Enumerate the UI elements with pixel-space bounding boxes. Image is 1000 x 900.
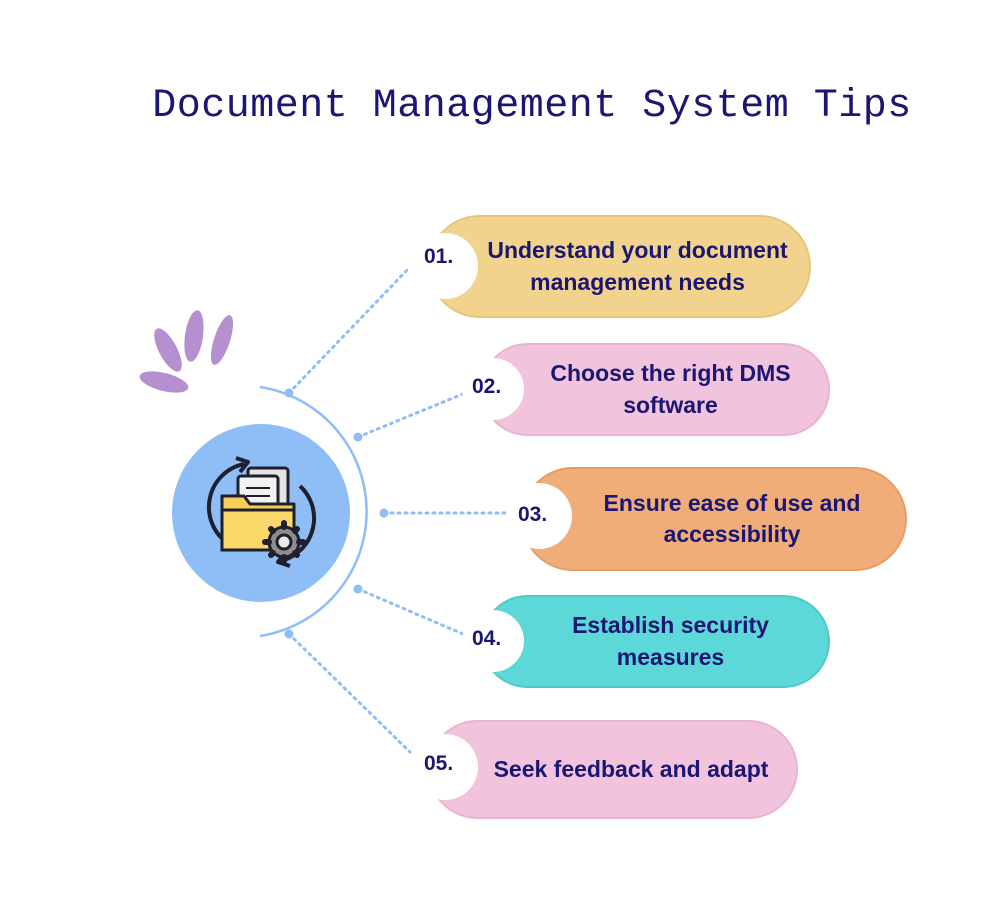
tip-number-badge-5 bbox=[412, 734, 478, 800]
tip-number-2: 02. bbox=[472, 375, 502, 398]
connector-2 bbox=[356, 389, 472, 439]
connector-1 bbox=[287, 265, 412, 395]
tip-card-1: Understand your document management need… bbox=[428, 215, 811, 318]
tip-number-1: 01. bbox=[424, 245, 454, 268]
connector-dot-2 bbox=[353, 432, 363, 442]
folder-sync-gear-icon bbox=[206, 456, 317, 568]
connector-dot-5 bbox=[284, 629, 294, 639]
page-title: Document Management System Tips bbox=[152, 84, 912, 129]
tip-card-2: Choose the right DMS software bbox=[481, 343, 830, 436]
tip-text-3: Ensure ease of use and accessibility bbox=[603, 489, 861, 547]
connector-5 bbox=[287, 632, 412, 754]
tip-card-5: Seek feedback and adapt bbox=[428, 720, 798, 819]
tip-text-4: Establish security measures bbox=[572, 612, 769, 670]
tip-card-3: Ensure ease of use and accessibility bbox=[521, 467, 907, 571]
connector-dot-3 bbox=[379, 508, 389, 518]
tip-text-2: Choose the right DMS software bbox=[550, 360, 791, 418]
connector-4 bbox=[356, 587, 472, 639]
hub-circle bbox=[172, 424, 350, 602]
decorative-leaves bbox=[139, 310, 234, 393]
tip-card-4: Establish security measures bbox=[481, 595, 830, 688]
tip-number-badge-2 bbox=[462, 358, 524, 420]
tip-number-4: 04. bbox=[472, 627, 502, 650]
tip-number-badge-1 bbox=[412, 233, 478, 299]
connector-dot-4 bbox=[353, 584, 363, 594]
connector-dot-1 bbox=[284, 388, 294, 398]
tip-text-1: Understand your document management need… bbox=[487, 237, 788, 295]
tip-number-5: 05. bbox=[424, 752, 454, 775]
hub-arc bbox=[259, 385, 368, 638]
tip-text-5: Seek feedback and adapt bbox=[493, 755, 769, 782]
tip-number-badge-3 bbox=[506, 483, 572, 549]
tip-number-3: 03. bbox=[518, 503, 548, 526]
tip-number-badge-4 bbox=[462, 610, 524, 672]
